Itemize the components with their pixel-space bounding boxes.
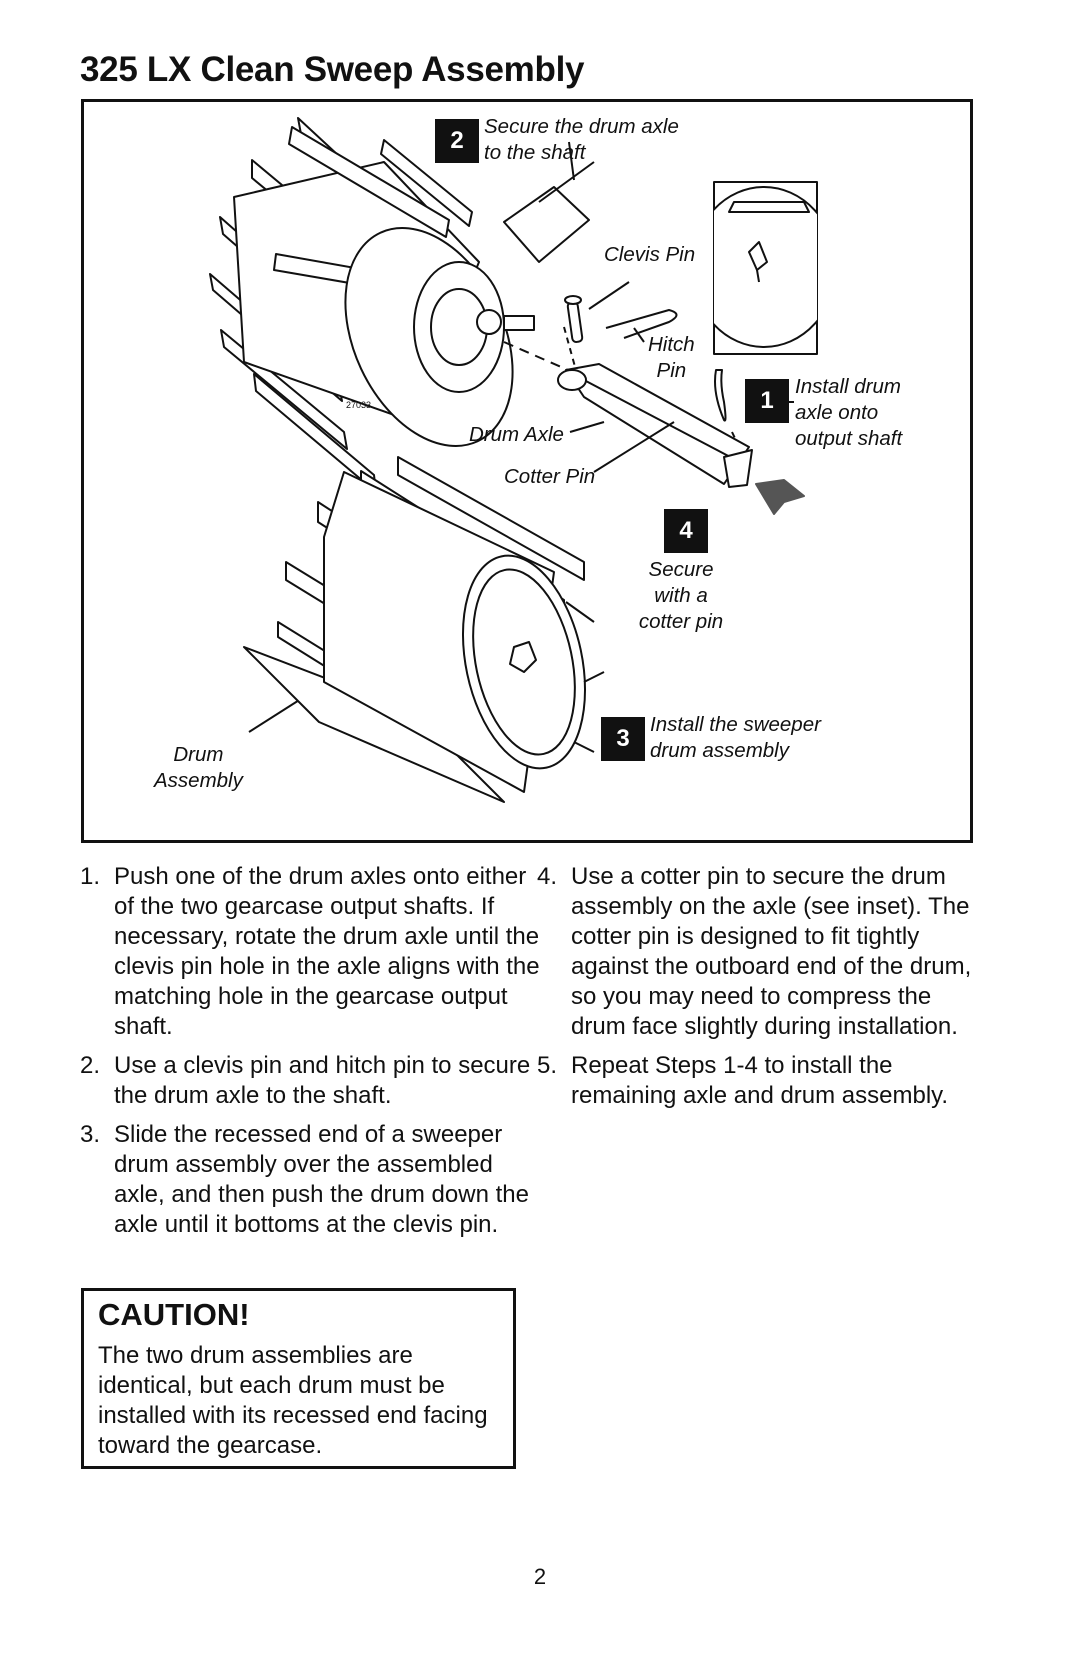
list-item: 4. Use a cotter pin to secure the drum a… (537, 862, 987, 1042)
list-item: 3. Slide the recessed end of a sweeper d… (80, 1120, 540, 1240)
clevis-pin (564, 295, 584, 343)
caution-box: CAUTION! The two drum assemblies are ide… (81, 1288, 516, 1469)
callout-step1: Install drum axle onto output shaft (795, 375, 903, 450)
callout-cotter-pin: Cotter Pin (504, 465, 596, 488)
callout-drum-axle: Drum Axle (469, 423, 564, 446)
drum-axle (557, 363, 753, 488)
callout-hitch-pin: Hitch Pin (648, 333, 695, 382)
assembly-drawing (209, 117, 818, 803)
list-item: 5. Repeat Steps 1-4 to install the remai… (537, 1051, 987, 1111)
callout-step4: Secure with a cotter pin (638, 558, 724, 633)
arrow-icon (755, 479, 805, 515)
step-text: Use a clevis pin and hitch pin to secure… (114, 1052, 531, 1109)
cotter-pin (714, 369, 727, 422)
step-badge-1: 1 (745, 379, 789, 423)
step-text: Repeat Steps 1-4 to install the remainin… (571, 1052, 949, 1109)
caution-text: The two drum assemblies are identical, b… (98, 1342, 488, 1459)
lower-drum (243, 456, 605, 803)
step-badge-2: 2 (435, 119, 479, 163)
caution-heading: CAUTION! (98, 1297, 250, 1332)
step-number: 5. (537, 1052, 558, 1079)
step-text: Push one of the drum axles onto either o… (114, 863, 540, 1040)
callout-step3: Install the sweeper drum assembly (650, 713, 821, 762)
upper-drum (209, 117, 595, 493)
step-number: 4. (537, 863, 558, 890)
step-number: 2. (80, 1052, 101, 1079)
step-badge-4: 4 (664, 509, 708, 553)
step-text: Slide the recessed end of a sweeper drum… (114, 1121, 529, 1238)
step-number: 1. (80, 863, 101, 890)
callout-step2: Secure the drum axle to the shaft (484, 115, 679, 164)
list-item: 1. Push one of the drum axles onto eithe… (80, 862, 540, 1042)
callout-drum-assembly: Drum Assembly (154, 743, 243, 792)
inset-drum-face (713, 181, 818, 355)
callout-clevis-pin: Clevis Pin (604, 243, 696, 266)
page-number: 2 (533, 1564, 547, 1589)
step-badge-3: 3 (601, 717, 645, 761)
instructions-left-column: 1. Push one of the drum axles onto eithe… (80, 862, 540, 1249)
instructions-right-column: 4. Use a cotter pin to secure the drum a… (537, 862, 987, 1120)
step-number: 3. (80, 1121, 101, 1148)
step-text: Use a cotter pin to secure the drum asse… (571, 863, 972, 1040)
list-item: 2. Use a clevis pin and hitch pin to sec… (80, 1051, 540, 1111)
assembly-illustration: 27033 2 Secure the drum axle to the shaf… (81, 99, 973, 843)
figure-code: 27033 (346, 400, 372, 410)
page-title: 325 LX Clean Sweep Assembly (80, 50, 585, 89)
hitch-pin (605, 309, 678, 339)
